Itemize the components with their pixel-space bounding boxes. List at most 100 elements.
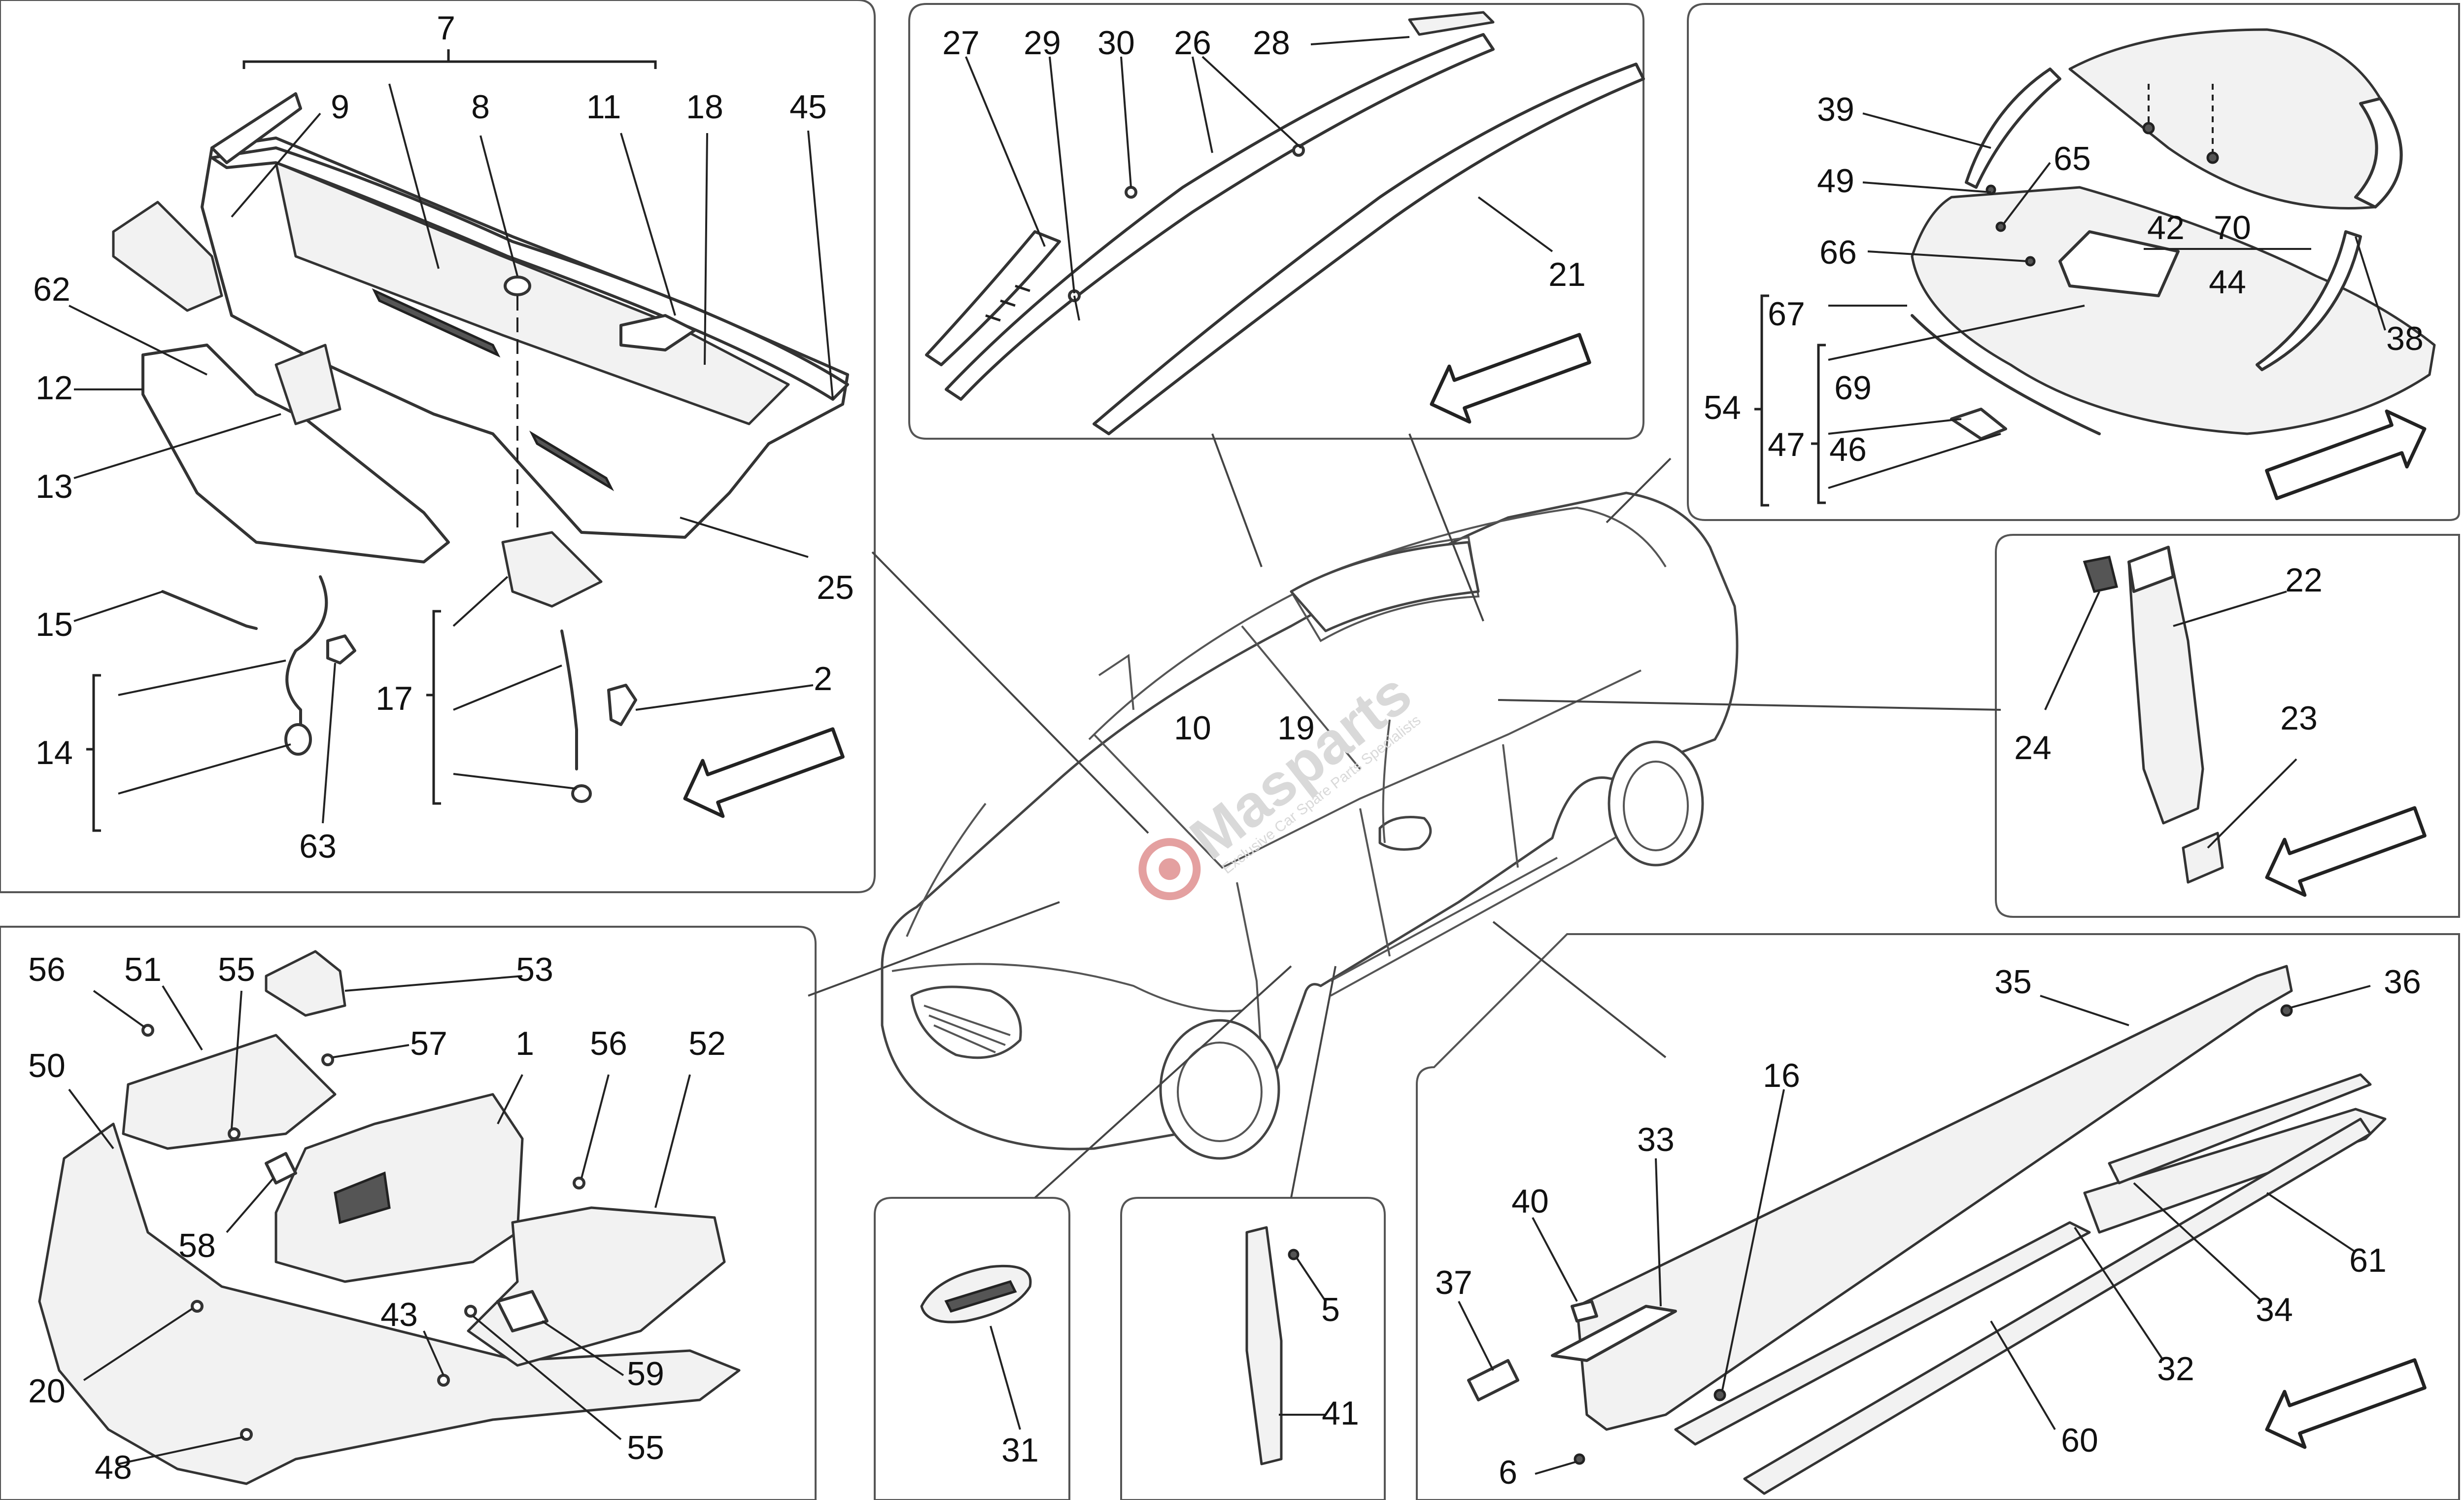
underbody-assembly bbox=[38, 950, 741, 1485]
callout-30: 30 bbox=[1097, 24, 1135, 62]
arrow-roof bbox=[1430, 333, 1591, 424]
cowl-cover-62 bbox=[112, 201, 223, 312]
screw-57 bbox=[321, 1053, 334, 1066]
panel-vent bbox=[874, 1197, 1070, 1500]
callout-70: 70 bbox=[2214, 209, 2251, 246]
connector-lines bbox=[808, 433, 2001, 1199]
callout-26: 26 bbox=[1174, 24, 1211, 62]
callout-22: 22 bbox=[2285, 561, 2323, 599]
callout-56b: 56 bbox=[590, 1025, 627, 1062]
callout-37: 37 bbox=[1435, 1264, 1472, 1301]
callout-50: 50 bbox=[28, 1047, 66, 1084]
clip-30 bbox=[1125, 186, 1137, 199]
callout-7: 7 bbox=[437, 9, 455, 47]
callout-69: 69 bbox=[1834, 369, 1872, 407]
skirt-34 bbox=[2108, 1073, 2372, 1185]
trim-41 bbox=[1245, 1226, 1283, 1465]
callout-13: 13 bbox=[35, 468, 73, 505]
car-front-wheel bbox=[1159, 1019, 1280, 1160]
callout-27: 27 bbox=[942, 24, 980, 62]
callout-59: 59 bbox=[627, 1355, 664, 1393]
callout-55b: 55 bbox=[627, 1429, 664, 1466]
clip-46 bbox=[1950, 408, 2007, 440]
car-body bbox=[881, 491, 1739, 1151]
callout-66: 66 bbox=[1819, 234, 1857, 271]
callout-58: 58 bbox=[178, 1227, 216, 1264]
callout-61: 61 bbox=[2349, 1242, 2387, 1279]
skirt-60 bbox=[1743, 1117, 2372, 1495]
callout-12: 12 bbox=[35, 369, 73, 407]
roof-rail-assembly bbox=[925, 11, 1645, 435]
callout-46: 46 bbox=[1829, 431, 1867, 468]
callout-63: 63 bbox=[299, 828, 337, 865]
callout-45: 45 bbox=[789, 88, 827, 126]
cowl-leaders bbox=[68, 49, 834, 832]
bracket-59 bbox=[496, 1290, 548, 1332]
car-rear-wheel bbox=[1608, 740, 1704, 867]
callout-60: 60 bbox=[2061, 1422, 2098, 1459]
side-skirt-assembly bbox=[1467, 965, 2387, 1495]
callout-2: 2 bbox=[814, 660, 832, 698]
callout-44: 44 bbox=[2209, 263, 2246, 301]
callout-11: 11 bbox=[586, 88, 621, 126]
clip-40 bbox=[1571, 1300, 1598, 1323]
arrow-spoiler bbox=[2265, 409, 2427, 500]
callout-8: 8 bbox=[471, 88, 490, 126]
orientation-arrows bbox=[683, 333, 2427, 1449]
strip-38 bbox=[2256, 230, 2362, 371]
callout-labels: 7 9 8 11 18 45 62 12 13 25 15 14 63 17 2… bbox=[28, 9, 2424, 1491]
car-mirror bbox=[1378, 816, 1432, 851]
panel-roof-rails bbox=[908, 3, 1644, 440]
cap-8 bbox=[504, 276, 531, 296]
callout-17: 17 bbox=[376, 680, 413, 717]
callout-28: 28 bbox=[1253, 24, 1290, 62]
hose-15 bbox=[161, 590, 258, 630]
callout-29: 29 bbox=[1024, 24, 1061, 62]
panel-pillar bbox=[1995, 534, 2460, 918]
callout-67: 67 bbox=[1768, 295, 1805, 333]
callout-31: 31 bbox=[1001, 1431, 1039, 1469]
clip-16 bbox=[1713, 1389, 1726, 1401]
side-skirt-leaders bbox=[1458, 985, 2371, 1475]
callout-25: 25 bbox=[817, 569, 854, 606]
callout-15: 15 bbox=[35, 606, 73, 643]
skirt-32 bbox=[1674, 1221, 2091, 1446]
screw-70 bbox=[2206, 151, 2219, 164]
callout-48: 48 bbox=[95, 1449, 132, 1486]
rail-cap-28 bbox=[1408, 11, 1495, 36]
callout-32: 32 bbox=[2157, 1350, 2194, 1388]
tray-53 bbox=[265, 950, 346, 1017]
skirt-61 bbox=[2083, 1108, 2387, 1234]
engine-cover-1 bbox=[274, 1093, 524, 1283]
callout-40: 40 bbox=[1511, 1183, 1549, 1220]
arrow-cowl bbox=[683, 727, 845, 818]
callout-55a: 55 bbox=[218, 951, 255, 988]
callout-9: 9 bbox=[331, 88, 349, 126]
callout-57: 57 bbox=[410, 1025, 447, 1062]
skirt-35 bbox=[1575, 965, 2293, 1431]
drain-17 bbox=[560, 629, 578, 770]
callout-24: 24 bbox=[2014, 729, 2052, 767]
screw-56b bbox=[573, 1177, 585, 1189]
callout-56a: 56 bbox=[28, 951, 66, 988]
pillar-assembly bbox=[2083, 546, 2224, 884]
callout-41: 41 bbox=[1322, 1395, 1359, 1432]
spoiler-assembly bbox=[1911, 28, 2436, 440]
callout-21: 21 bbox=[1548, 256, 1586, 293]
clip-65 bbox=[1995, 221, 2006, 232]
fender-trim-assembly bbox=[1245, 1226, 1327, 1465]
hose-14 bbox=[285, 575, 328, 731]
rail-26 bbox=[945, 33, 1495, 401]
arrow-skirt bbox=[2265, 1358, 2427, 1449]
callout-33: 33 bbox=[1637, 1121, 1675, 1158]
clip-24 bbox=[2083, 556, 2119, 593]
callout-43: 43 bbox=[380, 1296, 418, 1333]
seal-67 bbox=[1911, 314, 2101, 435]
cowl-bracket-12 bbox=[141, 344, 450, 563]
callout-1: 1 bbox=[515, 1025, 534, 1062]
spoiler-body bbox=[1911, 186, 2436, 435]
screw-42 bbox=[2142, 122, 2155, 135]
bracket-51 bbox=[122, 1034, 337, 1150]
callout-23: 23 bbox=[2280, 699, 2318, 737]
